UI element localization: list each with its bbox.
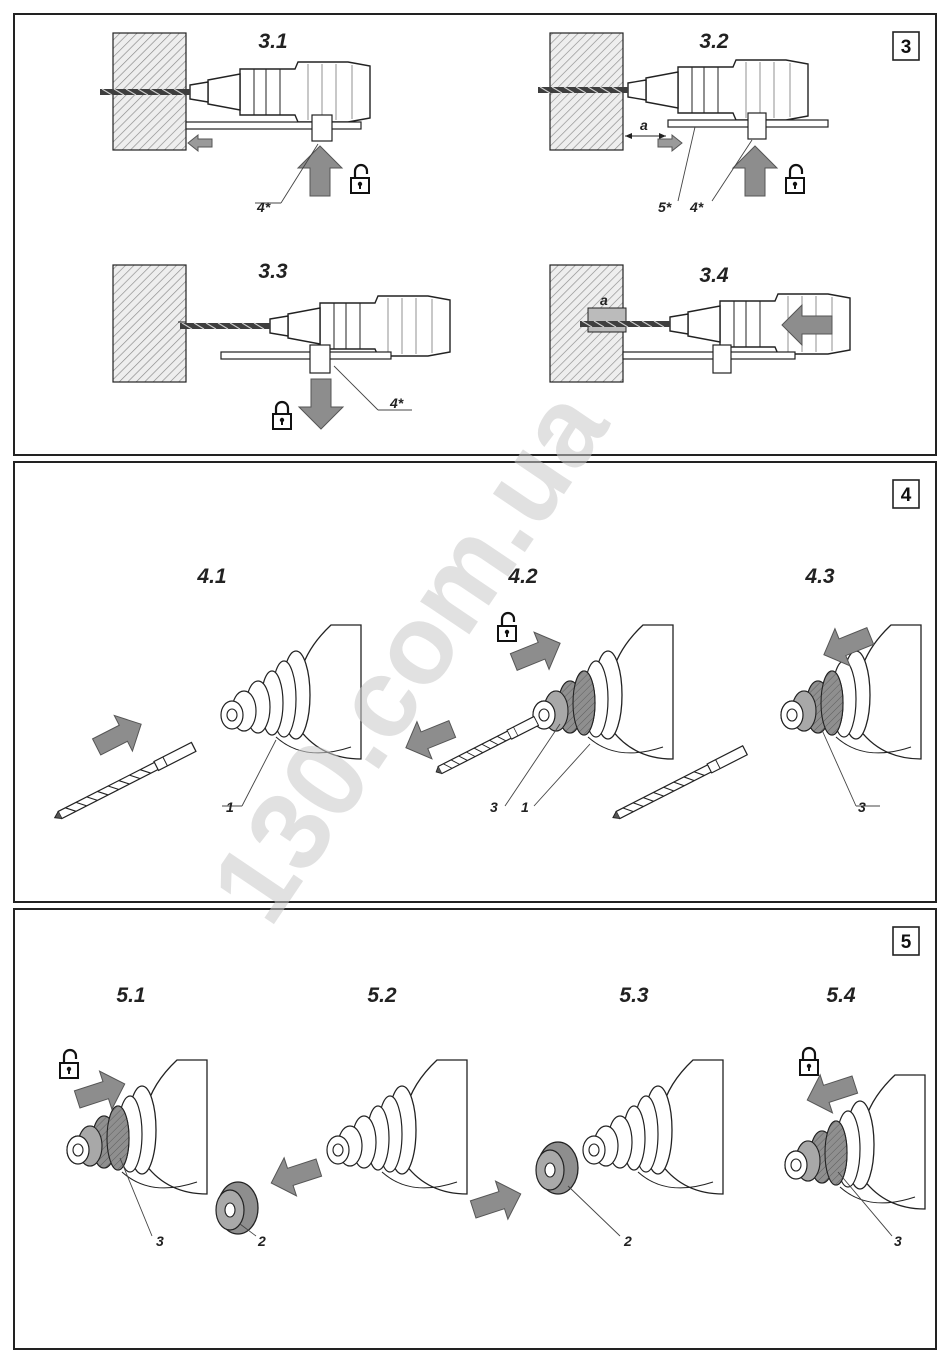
- figure-title: 3.4: [699, 264, 729, 287]
- panel-5: 5 5.1 3 5.2 2 5.3 2: [14, 909, 936, 1349]
- depth-rod: [623, 352, 795, 359]
- callout-3: 3: [490, 799, 498, 815]
- callout-2: 2: [257, 1233, 266, 1249]
- panel-3: 3 3.1 4* 3.2 a: [14, 14, 936, 455]
- figure-title: 3.2: [699, 30, 729, 53]
- callout-3: 3: [858, 799, 866, 815]
- figure-title: 4.1: [196, 565, 226, 588]
- rod-clamp: [312, 115, 332, 141]
- figure-title: 5.2: [367, 984, 397, 1007]
- rod-clamp: [310, 345, 330, 373]
- drilled-hole: [588, 308, 626, 332]
- callout-3: 3: [156, 1233, 164, 1249]
- figure-title: 3.3: [258, 260, 288, 283]
- callout-a: a: [600, 292, 608, 308]
- callout-a: a: [640, 117, 648, 133]
- rod-clamp: [713, 345, 731, 373]
- figure-title: 5.1: [116, 984, 145, 1007]
- panel-5-badge: 5: [901, 932, 912, 953]
- panel-4-badge: 4: [901, 485, 912, 506]
- callout-2: 2: [623, 1233, 632, 1249]
- callout-4-star: 4*: [256, 199, 271, 215]
- callout-4-star: 4*: [389, 395, 404, 411]
- depth-rod: [186, 122, 361, 129]
- callout-1: 1: [521, 799, 529, 815]
- callout-4-star: 4*: [689, 199, 704, 215]
- callout-5-star: 5*: [658, 199, 672, 215]
- callout-3: 3: [894, 1233, 902, 1249]
- wall: [113, 265, 186, 382]
- figure-title: 3.1: [258, 30, 287, 53]
- figure-title: 5.4: [826, 984, 856, 1007]
- panel-3-badge: 3: [901, 37, 912, 58]
- rod-clamp: [748, 113, 766, 139]
- figure-title: 5.3: [619, 984, 649, 1007]
- depth-rod: [221, 352, 391, 359]
- figure-title: 4.3: [804, 565, 835, 588]
